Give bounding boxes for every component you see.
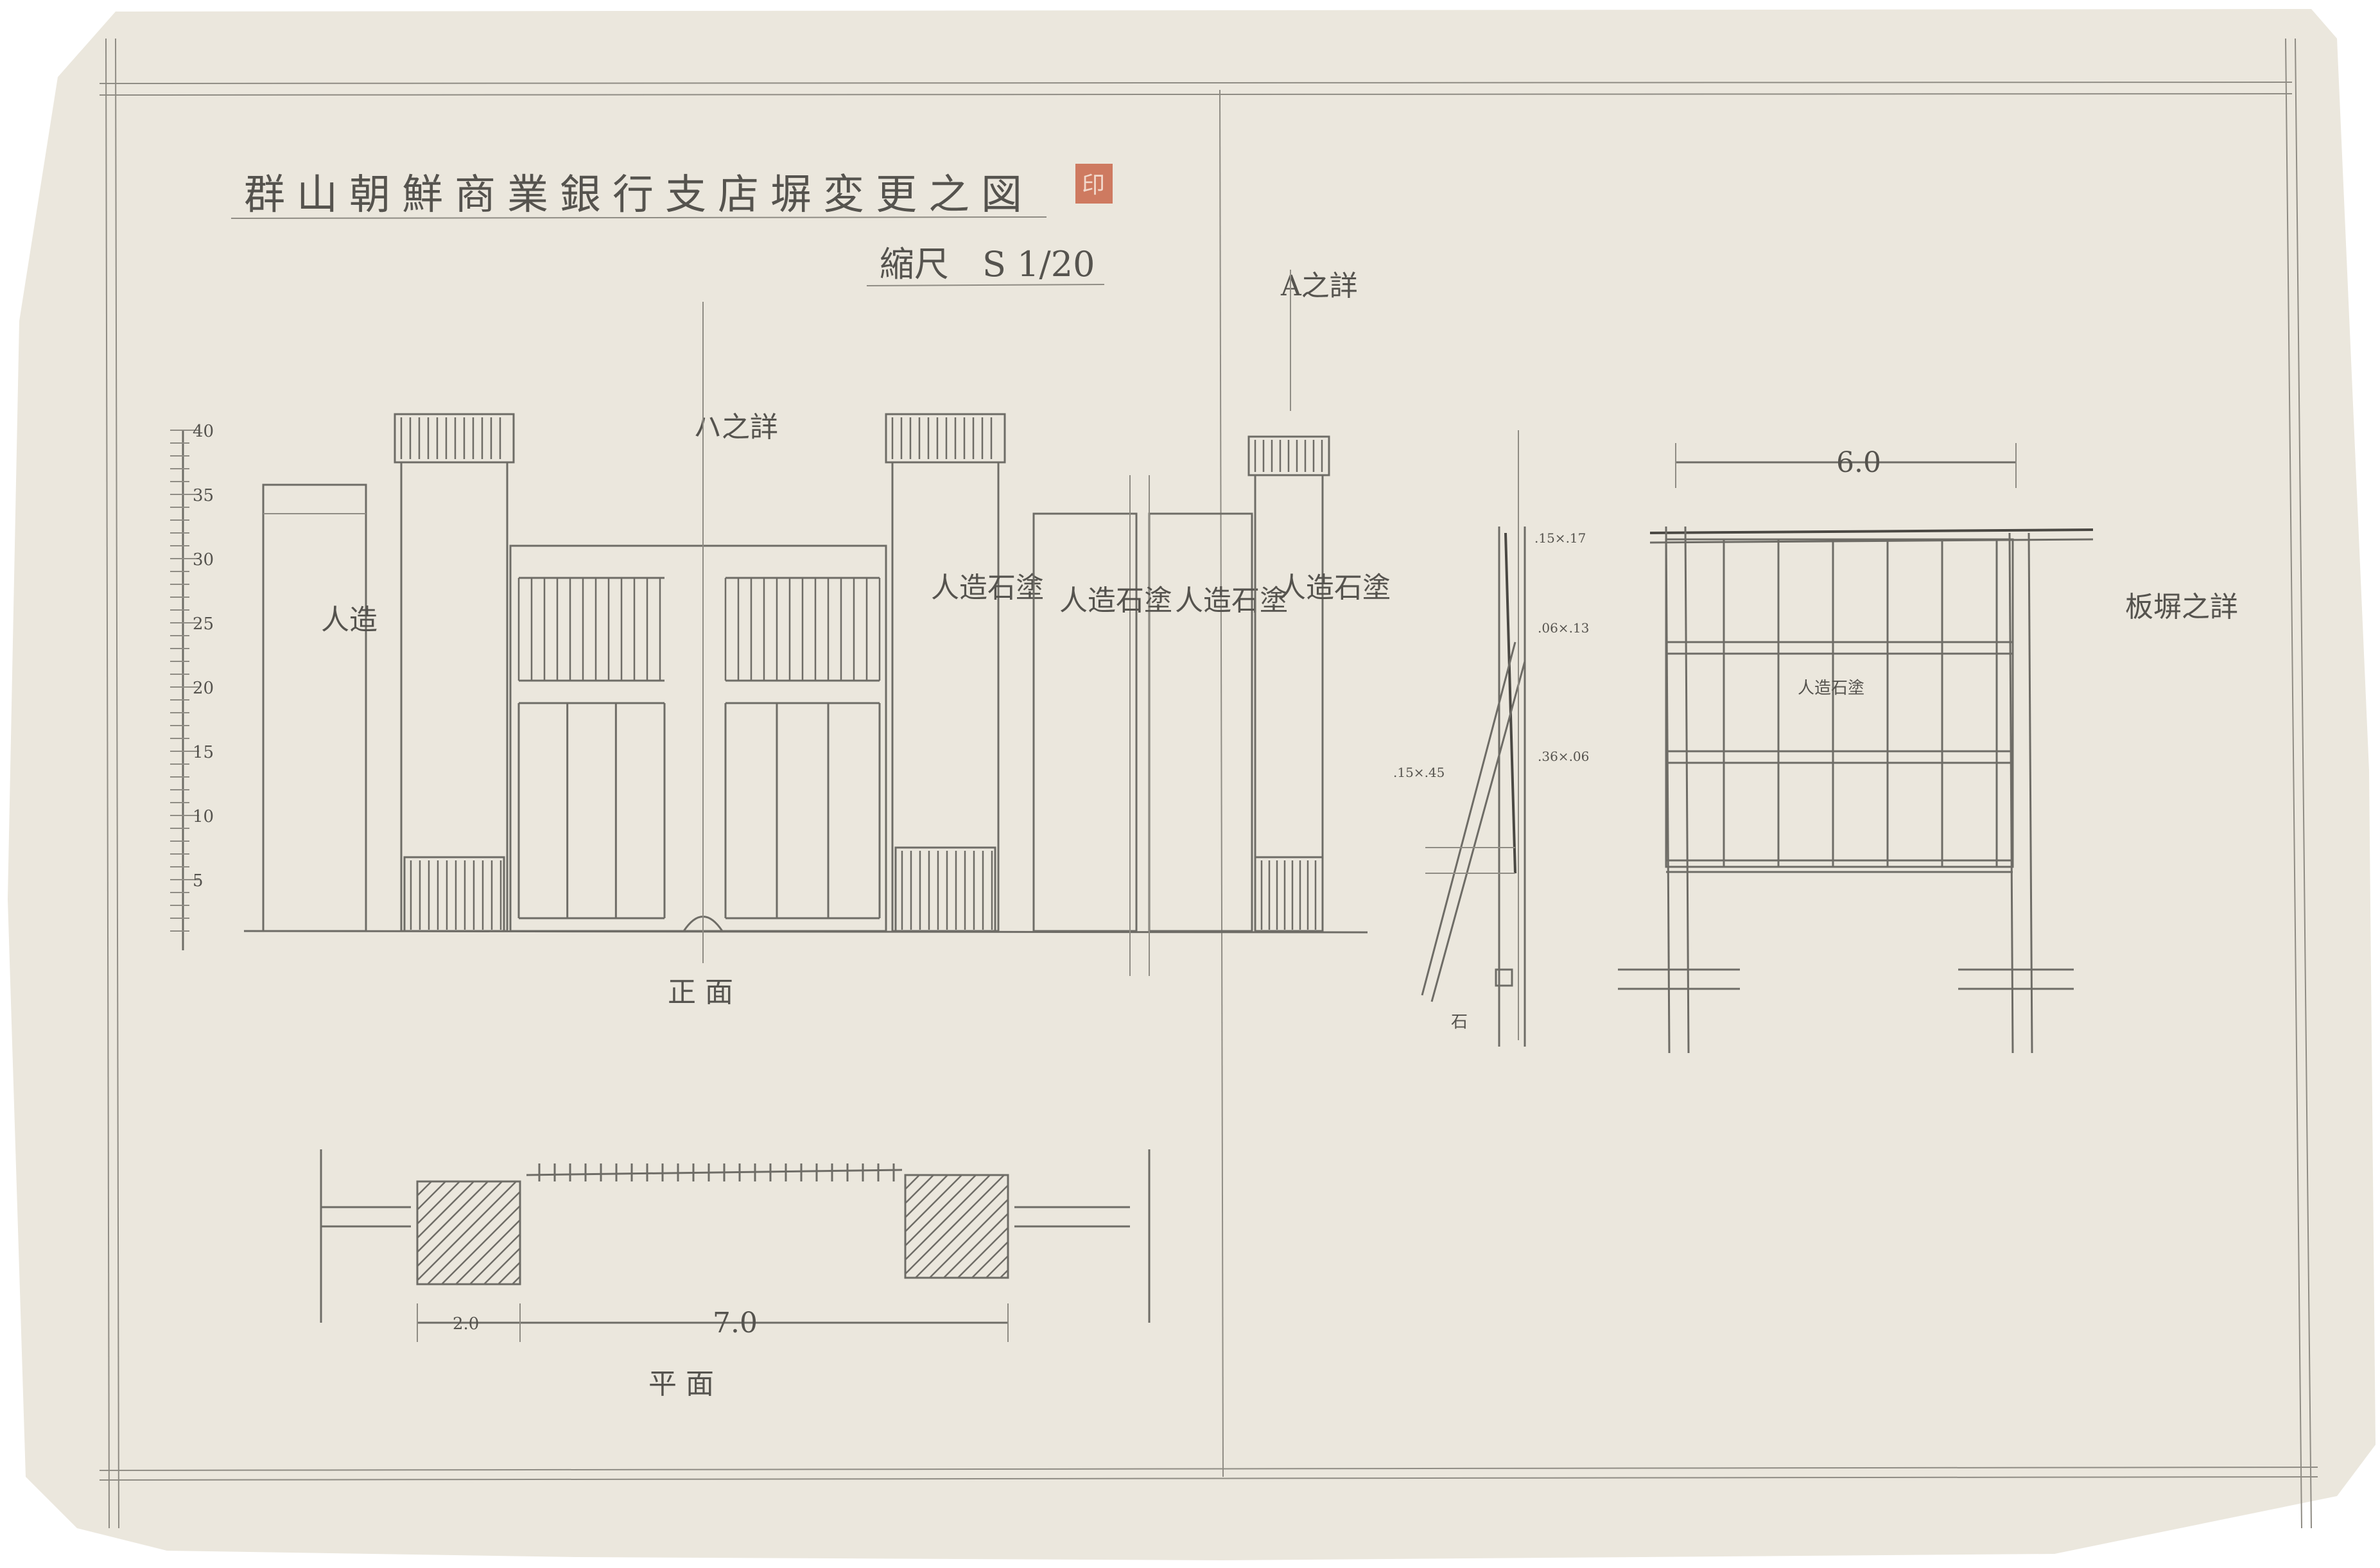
pencil-stroke <box>905 1174 991 1260</box>
pencil-stroke <box>1000 1269 1009 1278</box>
svg-text:35: 35 <box>193 486 214 505</box>
svg-text:人造石塗: 人造石塗 <box>1059 584 1172 617</box>
scale-ruler: 40 35 30 25 20 15 10 5 <box>170 422 214 950</box>
pencil-stroke <box>929 1199 1009 1278</box>
front-elevation: 40 35 30 25 20 15 10 5 人造 ハ之詳 <box>170 270 1391 1009</box>
svg-text:40: 40 <box>193 422 214 441</box>
board-fence-caption: 板塀之詳 <box>2125 591 2238 623</box>
svg-text:A之詳: A之詳 <box>1280 270 1358 302</box>
pencil-stroke <box>417 1181 446 1210</box>
svg-text:5: 5 <box>193 871 204 891</box>
svg-text:印: 印 <box>1082 172 1105 198</box>
svg-text:人造石塗: 人造石塗 <box>1278 571 1391 604</box>
pencil-stroke <box>441 1205 521 1285</box>
svg-text:30: 30 <box>193 550 214 570</box>
pencil-stroke <box>417 1181 474 1239</box>
owner-seal: 印 <box>1075 164 1113 204</box>
svg-text:石: 石 <box>1451 1013 1468 1032</box>
svg-text:.15×.45: .15×.45 <box>1393 765 1445 780</box>
svg-text:人造石塗: 人造石塗 <box>931 571 1044 604</box>
pencil-stroke <box>905 1174 977 1246</box>
pencil-stroke <box>498 1262 521 1285</box>
pencil-stroke <box>417 1181 517 1281</box>
border-frame <box>99 38 2318 1529</box>
pencil-stroke <box>512 1276 521 1285</box>
drawing-title: 群山朝鮮商業銀行支店塀変更之図 <box>244 171 1034 219</box>
pencil-stroke <box>905 1174 920 1190</box>
board-fence-span: 6.0 <box>1836 446 1881 479</box>
plan-view: 2.0 7.0 平 面 <box>320 1149 1151 1400</box>
board-fence-detail: 6.0 人造石塗 板塀之詳 <box>1618 443 2238 1054</box>
svg-text:人造石塗: 人造石塗 <box>1175 584 1288 617</box>
front-elevation-caption: 正 面 <box>668 976 733 1009</box>
scale-label: 縮尺 <box>880 244 949 284</box>
pencil-stroke <box>905 1174 948 1218</box>
svg-text:10: 10 <box>193 807 214 826</box>
pencil-stroke <box>417 1181 489 1253</box>
svg-text:7.0: 7.0 <box>713 1307 758 1339</box>
pencil-stroke <box>417 1181 503 1267</box>
pencil-stroke <box>905 1174 1005 1275</box>
pencil-stroke <box>986 1255 1009 1278</box>
pencil-stroke <box>915 1185 1009 1278</box>
svg-text:.36×.06: .36×.06 <box>1538 749 1589 764</box>
svg-text:人造: 人造 <box>321 604 378 636</box>
svg-text:.06×.13: .06×.13 <box>1538 620 1589 636</box>
pencil-stroke <box>905 1174 934 1204</box>
pencil-stroke <box>483 1248 521 1285</box>
paper-background <box>8 9 2376 1560</box>
side-section: .15×.17 .06×.13 .36×.06 .15×.45 石 <box>1393 430 1589 1047</box>
pencil-stroke <box>417 1181 460 1224</box>
pencil-stroke <box>469 1233 521 1285</box>
svg-text:ハ之詳: ハ之詳 <box>693 411 778 444</box>
pencil-stroke <box>905 1174 962 1232</box>
pencil-stroke <box>971 1241 1009 1278</box>
pencil-stroke <box>455 1219 521 1285</box>
pencil-stroke <box>943 1213 1009 1278</box>
svg-text:人造石塗: 人造石塗 <box>1798 679 1864 698</box>
svg-text:25: 25 <box>193 614 214 634</box>
pencil-stroke <box>957 1227 1009 1278</box>
plan-caption: 平 面 <box>648 1368 714 1400</box>
scale-value: S 1/20 <box>982 244 1095 284</box>
svg-text:2.0: 2.0 <box>453 1314 479 1334</box>
svg-text:15: 15 <box>193 743 214 762</box>
pencil-stroke <box>427 1191 521 1285</box>
svg-text:20: 20 <box>193 679 214 698</box>
svg-text:.15×.17: .15×.17 <box>1534 530 1586 546</box>
pencil-stroke <box>417 1181 432 1196</box>
